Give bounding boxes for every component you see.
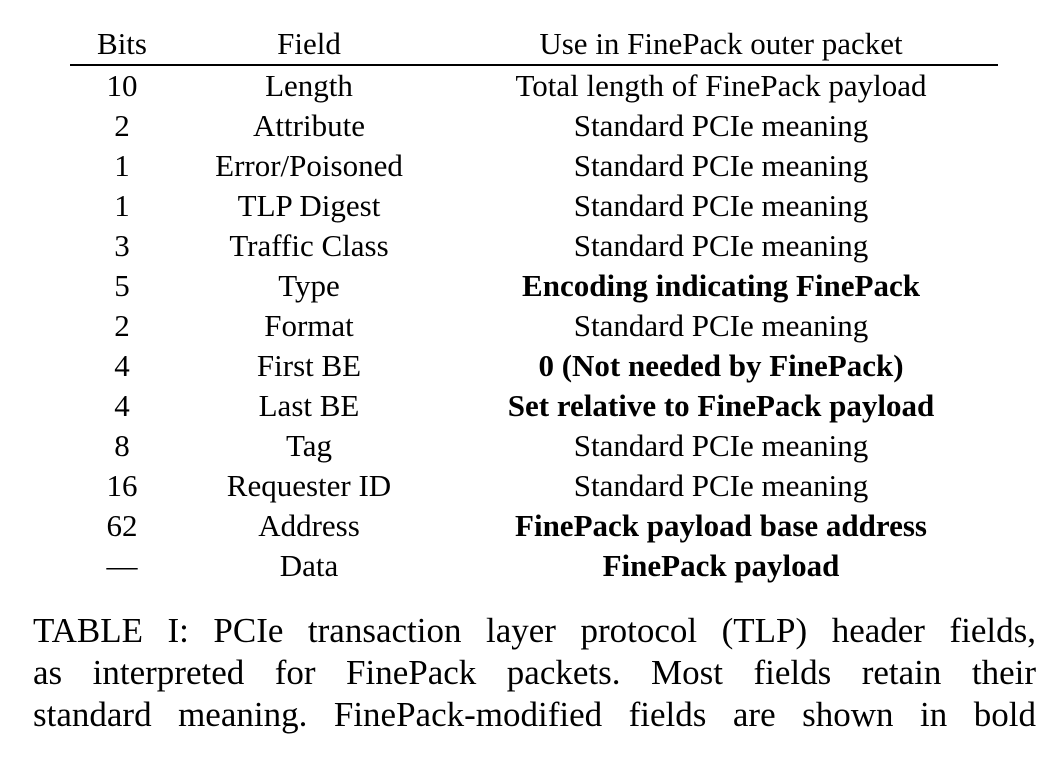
header-field: Field: [174, 22, 444, 66]
cell-bits: 1: [114, 148, 130, 183]
cell-field: Type: [278, 268, 340, 303]
table-header-row: Bits Field Use in FinePack outer packet: [70, 22, 998, 66]
cell-use: Standard PCIe meaning: [573, 108, 869, 143]
table-row: 4 Last BE Set relative to FinePack payload: [70, 386, 998, 426]
cell-bits: 62: [106, 508, 138, 543]
cell-field: Data: [279, 548, 339, 583]
caption-line-2: as interpreted for FinePack packets. Mos…: [33, 653, 1036, 692]
cell-field: Attribute: [253, 108, 365, 143]
cell-use: FinePack payload: [602, 548, 840, 583]
table-row: 62 Address FinePack payload base address: [70, 506, 998, 546]
cell-bits: 4: [114, 348, 130, 383]
cell-use: 0 (Not needed by FinePack): [538, 348, 904, 383]
cell-bits: 10: [106, 68, 138, 103]
cell-field: TLP Digest: [237, 188, 381, 223]
cell-bits: 16: [106, 468, 138, 503]
cell-bits: 1: [114, 188, 130, 223]
table-row: 5 Type Encoding indicating FinePack: [70, 266, 998, 306]
cell-bits: —: [106, 548, 138, 583]
caption-line-1: TABLE I: PCIe transaction layer protocol…: [33, 611, 1036, 650]
cell-use: Standard PCIe meaning: [573, 428, 869, 463]
table-row: — Data FinePack payload: [70, 546, 998, 586]
cell-bits: 4: [114, 388, 130, 423]
cell-field: Traffic Class: [229, 228, 389, 263]
caption-line-3: standard meaning. FinePack-modified fiel…: [33, 695, 1036, 734]
cell-bits: 2: [114, 108, 130, 143]
table-row: 2 Attribute Standard PCIe meaning: [70, 106, 998, 146]
cell-field: First BE: [256, 348, 362, 383]
table-row: 3 Traffic Class Standard PCIe meaning: [70, 226, 998, 266]
table-row: 1 Error/Poisoned Standard PCIe meaning: [70, 146, 998, 186]
cell-bits: 3: [114, 228, 130, 263]
header-use: Use in FinePack outer packet: [444, 22, 998, 66]
cell-field: Length: [265, 68, 353, 103]
table-row: 4 First BE 0 (Not needed by FinePack): [70, 346, 998, 386]
cell-use: Set relative to FinePack payload: [507, 388, 935, 423]
cell-bits: 5: [114, 268, 130, 303]
cell-use: Total length of FinePack payload: [515, 68, 927, 103]
table-row: 8 Tag Standard PCIe meaning: [70, 426, 998, 466]
cell-field: Requester ID: [226, 468, 392, 503]
cell-use: FinePack payload base address: [515, 508, 927, 543]
cell-use: Encoding indicating FinePack: [522, 268, 920, 303]
cell-field: Last BE: [258, 388, 360, 423]
table-row: 1 TLP Digest Standard PCIe meaning: [70, 186, 998, 226]
cell-use: Standard PCIe meaning: [573, 308, 869, 343]
cell-use: Standard PCIe meaning: [573, 148, 869, 183]
cell-use: Standard PCIe meaning: [573, 228, 869, 263]
cell-field: Error/Poisoned: [215, 148, 403, 183]
cell-use: Standard PCIe meaning: [573, 468, 869, 503]
table-row: 10 Length Total length of FinePack payload: [70, 65, 998, 106]
cell-bits: 8: [114, 428, 130, 463]
cell-field: Address: [258, 508, 360, 543]
header-bits: Bits: [70, 22, 174, 66]
table-body: 10 Length Total length of FinePack payload…: [70, 65, 998, 586]
tlp-header-fields-table: Bits Field Use in FinePack outer packet …: [70, 22, 998, 586]
table-caption: TABLE I: PCIe transaction layer protocol…: [33, 610, 1036, 736]
cell-field: Tag: [285, 428, 333, 463]
cell-field: Format: [264, 308, 354, 343]
table-row: 16 Requester ID Standard PCIe meaning: [70, 466, 998, 506]
cell-bits: 2: [114, 308, 130, 343]
cell-use: Standard PCIe meaning: [573, 188, 869, 223]
table-row: 2 Format Standard PCIe meaning: [70, 306, 998, 346]
